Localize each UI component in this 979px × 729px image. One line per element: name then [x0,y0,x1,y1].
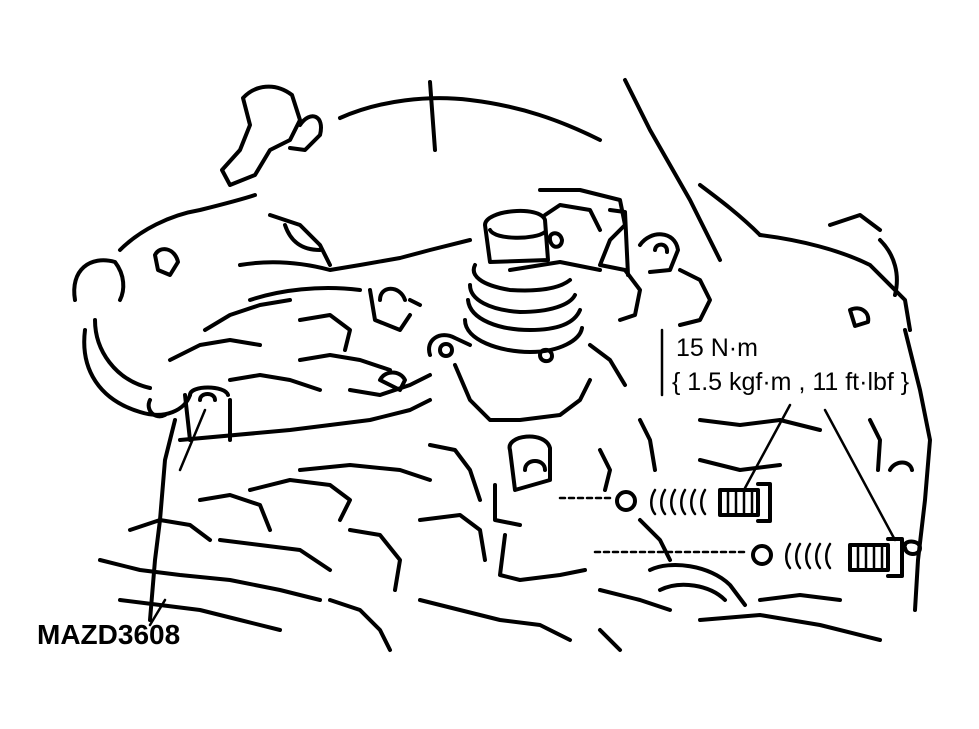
torque-leader-lines [148,328,897,627]
housing-outline [72,78,932,612]
lower-case [98,418,922,652]
case-details [148,238,472,622]
upper-plug-spring-bolt [558,482,772,523]
figure-code: MAZD3608 [37,619,181,650]
actuator-assembly [427,188,712,422]
torque-value-alternate-units: { 1.5 kgf·m , 11 ft·lbf } [672,368,910,396]
lower-plug-spring-bolt [593,537,904,578]
torque-value-metric: 15 N·m [676,334,758,362]
